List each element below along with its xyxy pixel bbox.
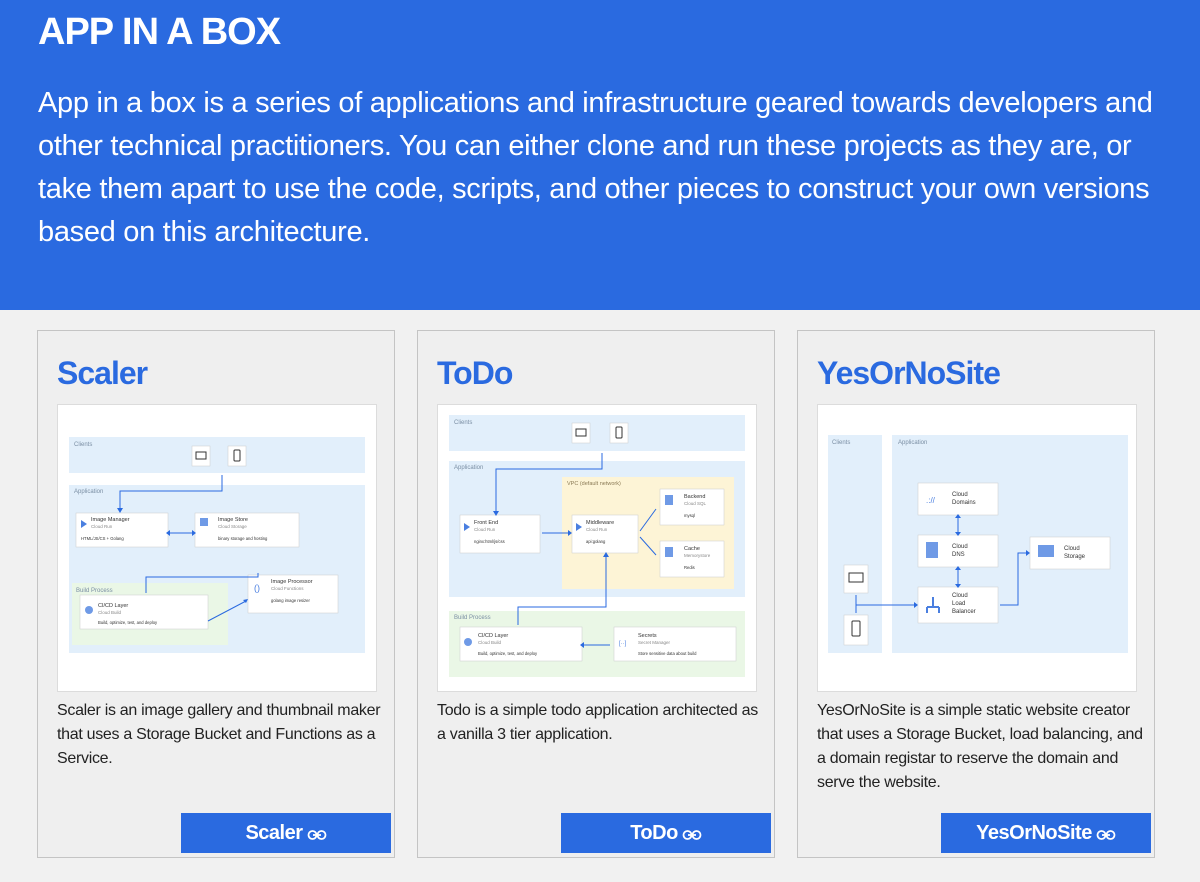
svg-text:Secret Manager: Secret Manager <box>638 640 671 645</box>
svg-text:Image Store: Image Store <box>218 517 248 523</box>
cloud-functions-icon: () <box>254 583 260 593</box>
cloud-domains-icon: .:// <box>926 496 936 505</box>
svg-text:Cloud: Cloud <box>952 593 968 599</box>
svg-text:mysql: mysql <box>684 513 695 518</box>
svg-text:Cloud Run: Cloud Run <box>586 527 608 532</box>
load-balancer-icon <box>926 597 940 613</box>
project-card-scaler: Scaler Clients Application Build Process… <box>37 330 395 858</box>
cloud-dns-icon <box>926 542 938 558</box>
button-label: Scaler <box>245 821 303 844</box>
svg-text:Cloud SQL: Cloud SQL <box>684 501 707 506</box>
svg-text:nginx:html/js/css: nginx:html/js/css <box>474 539 505 544</box>
cloud-run-icon <box>81 520 87 528</box>
zone-label-application: Application <box>74 489 103 495</box>
svg-text:Front End: Front End <box>474 520 498 526</box>
node-image-store <box>194 512 300 548</box>
svg-text:Memorystore: Memorystore <box>684 553 711 558</box>
yesornosite-link-button[interactable]: YesOrNoSite <box>941 813 1151 853</box>
svg-text:Balancer: Balancer <box>952 609 976 615</box>
cloud-run-icon <box>576 523 582 531</box>
svg-text:Secrets: Secrets <box>638 633 657 639</box>
svg-text:Cloud Run: Cloud Run <box>91 524 113 529</box>
svg-text:Cloud: Cloud <box>1064 546 1080 552</box>
phone-icon <box>233 449 241 462</box>
svg-text:Cloud: Cloud <box>952 492 968 498</box>
svg-text:Cache: Cache <box>684 546 700 552</box>
svg-text:HTML/JS/CS + Golang: HTML/JS/CS + Golang <box>81 536 124 541</box>
zone-label-clients: Clients <box>74 442 92 448</box>
phone-icon <box>851 620 861 637</box>
svg-text:Build Process: Build Process <box>454 615 491 621</box>
todo-link-button[interactable]: ToDo <box>561 813 771 853</box>
link-icon <box>1096 829 1116 840</box>
card-description-todo: Todo is a simple todo application archit… <box>437 702 758 743</box>
card-description-yesornosite: YesOrNoSite is a simple static website c… <box>817 702 1143 791</box>
card-title-yesornosite: YesOrNoSite <box>817 355 1001 391</box>
phone-icon <box>615 426 623 439</box>
svg-text:Cloud Functions: Cloud Functions <box>271 586 304 591</box>
card-title-todo: ToDo <box>437 355 513 391</box>
svg-text:DNS: DNS <box>952 552 965 558</box>
svg-text:golang image resizer: golang image resizer <box>271 598 310 603</box>
svg-text:CI/CD Layer: CI/CD Layer <box>98 603 128 609</box>
svg-text:Redis: Redis <box>684 565 695 570</box>
hero-banner: APP IN A BOX App in a box is a series of… <box>0 0 1200 310</box>
architecture-diagram-yesornosite: Clients Application .:// Cloud Domains C… <box>817 404 1137 692</box>
button-label: YesOrNoSite <box>976 821 1092 844</box>
cloud-storage-icon <box>200 518 208 526</box>
svg-text:Load: Load <box>952 601 965 607</box>
cloud-run-icon <box>464 523 470 531</box>
card-title-scaler: Scaler <box>57 355 148 391</box>
scaler-link-button[interactable]: Scaler <box>181 813 391 853</box>
project-card-todo: ToDo Clients Application VPC (default ne… <box>417 330 775 858</box>
svg-text:Clients: Clients <box>832 440 850 446</box>
laptop-icon <box>848 572 864 583</box>
svg-text:Image Manager: Image Manager <box>91 517 130 523</box>
cloud-build-icon <box>85 606 93 614</box>
secret-manager-icon: [··] <box>619 641 627 647</box>
cloud-sql-icon <box>665 495 673 505</box>
link-icon <box>682 829 702 840</box>
node-cicd <box>79 594 209 630</box>
svg-text:Storage: Storage <box>1064 554 1086 560</box>
zone-label-build: Build Process <box>76 588 113 594</box>
svg-text:Clients: Clients <box>454 420 472 426</box>
svg-text:VPC (default network): VPC (default network) <box>567 481 621 487</box>
svg-text:CI/CD Layer: CI/CD Layer <box>478 633 508 639</box>
button-label: ToDo <box>630 821 678 844</box>
zone-clients <box>69 437 365 473</box>
card-description-scaler: Scaler is an image gallery and thumbnail… <box>57 702 381 767</box>
node-image-manager <box>75 512 169 548</box>
svg-text:Cloud Run: Cloud Run <box>474 527 496 532</box>
svg-text:Cloud: Cloud <box>952 544 968 550</box>
svg-text:Build, optimize, test, and dep: Build, optimize, test, and deploy <box>98 620 158 625</box>
svg-text:Backend: Backend <box>684 494 705 500</box>
architecture-diagram-todo: Clients Application VPC (default network… <box>437 404 757 692</box>
svg-text:api:golang: api:golang <box>586 539 606 544</box>
link-icon <box>307 829 326 840</box>
hero-description: App in a box is a series of applications… <box>38 87 1153 248</box>
project-card-yesornosite: YesOrNoSite Clients Application .:// Clo… <box>797 330 1155 858</box>
cloud-build-icon <box>464 638 472 646</box>
svg-text:binary storage and hosting: binary storage and hosting <box>218 536 268 541</box>
laptop-icon <box>195 451 207 460</box>
svg-text:Store sensitive data about bui: Store sensitive data about build <box>638 651 697 656</box>
svg-text:Cloud Build: Cloud Build <box>98 610 122 615</box>
memorystore-icon <box>665 547 673 557</box>
svg-text:Application: Application <box>898 440 927 446</box>
svg-text:Middleware: Middleware <box>586 520 614 526</box>
svg-text:Domains: Domains <box>952 500 976 506</box>
svg-text:Image Processor: Image Processor <box>271 579 313 585</box>
cloud-storage-icon <box>1038 545 1054 557</box>
laptop-icon <box>575 428 587 437</box>
page-title: APP IN A BOX <box>38 11 281 53</box>
svg-text:Cloud Storage: Cloud Storage <box>218 524 247 529</box>
svg-text:Application: Application <box>454 465 483 471</box>
svg-text:Build, optimize, test, and dep: Build, optimize, test, and deploy <box>478 651 538 656</box>
architecture-diagram-scaler: Clients Application Build Process Image … <box>57 404 377 692</box>
svg-text:Cloud Build: Cloud Build <box>478 640 502 645</box>
node-image-processor <box>247 574 339 614</box>
